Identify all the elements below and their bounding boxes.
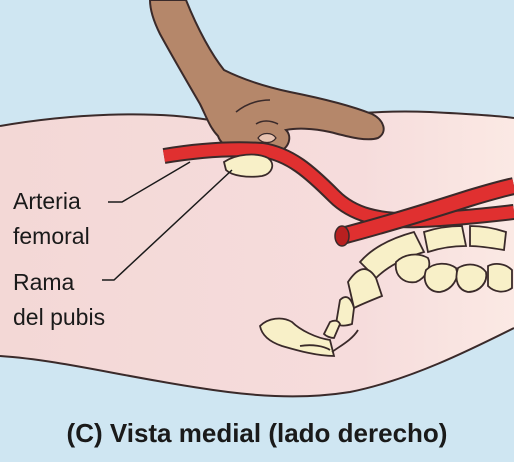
pubic-ramus [224, 155, 272, 177]
iliac-artery-end [335, 226, 349, 246]
label-femoral-artery-line1: Arteria [13, 186, 81, 217]
label-femoral-artery-line2: femoral [13, 221, 90, 252]
label-pubic-ramus-line1: Rama [13, 267, 74, 298]
label-pubic-ramus-line2: del pubis [13, 302, 105, 333]
figure-caption: (C) Vista medial (lado derecho) [0, 418, 514, 449]
thumb-nail [258, 134, 276, 143]
